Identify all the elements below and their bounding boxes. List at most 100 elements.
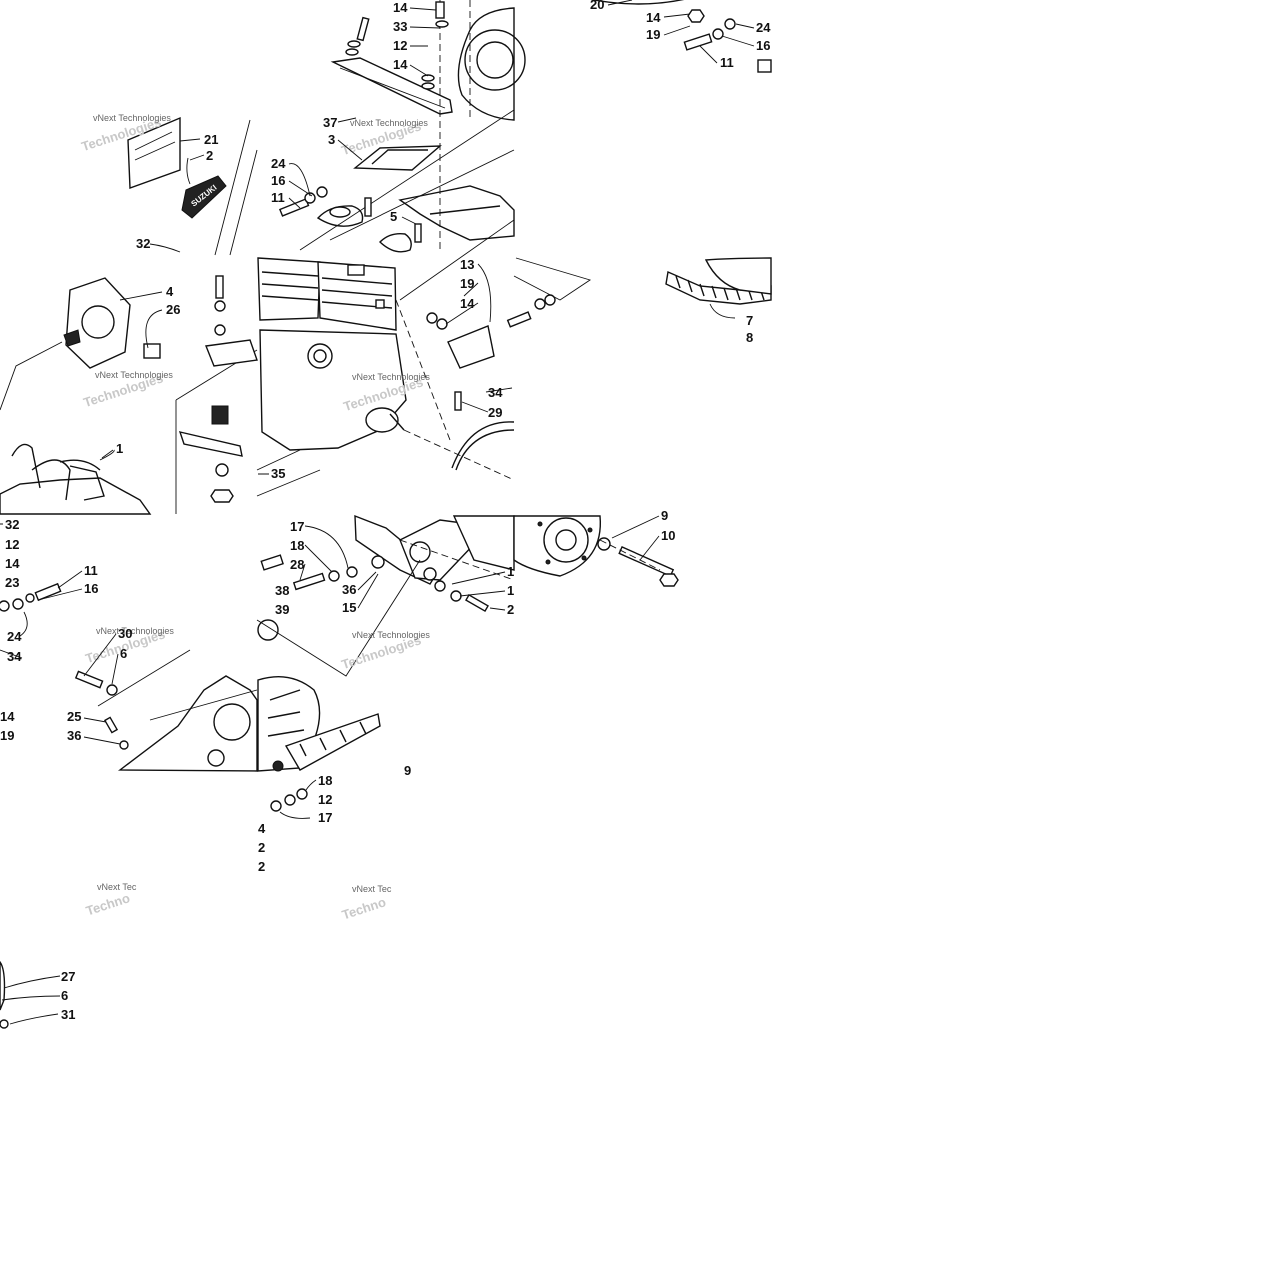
callout-label: 2: [258, 840, 265, 855]
svg-text:Techno: Techno: [84, 890, 132, 918]
svg-text:vNext Technologies: vNext Technologies: [352, 630, 430, 640]
callout-label: 24: [7, 629, 22, 644]
callout-label: 4: [166, 284, 174, 299]
callout-label: 2: [507, 602, 514, 617]
callout-label: 16: [271, 173, 285, 188]
bolt: [435, 1, 445, 19]
magneto-housing: [457, 7, 515, 121]
tile-engine-mounts: [278, 0, 526, 253]
tile-top-right-bolts: [590, 0, 772, 73]
crank-output-shaft: [365, 407, 399, 433]
callout-labels: 14 33 12 14 37 3 24 16 11 5 13 19 14 34 …: [0, 0, 771, 1022]
callout-label: 26: [166, 302, 180, 317]
callout-label: 1: [507, 583, 514, 598]
callout-label: 32: [5, 517, 19, 532]
callout-label: 29: [488, 405, 502, 420]
pump-fitting: [143, 343, 161, 359]
callout-label: 16: [84, 581, 98, 596]
tile-engine-block: [256, 219, 532, 497]
callout-label: 35: [271, 466, 285, 481]
clutch-bolt: [618, 546, 675, 578]
tile-bottom-cover: [0, 960, 61, 1029]
callout-label: 38: [275, 583, 289, 598]
callout-label: 15: [342, 600, 356, 615]
callout-label: 7: [746, 313, 753, 328]
engine-plate: [205, 339, 258, 367]
pulse-cover: [65, 277, 131, 369]
callout-label: 2: [206, 148, 213, 163]
side-window-panel: [127, 116, 181, 189]
callout-label: 19: [460, 276, 474, 291]
brand-plate: [181, 175, 227, 219]
callout-label: 6: [120, 646, 127, 661]
callout-label: 11: [84, 563, 98, 578]
callout-label: 9: [404, 763, 411, 778]
callout-label: 27: [61, 969, 75, 984]
lower-bracket: [178, 431, 243, 457]
callout-label: 19: [0, 728, 14, 743]
callout-label: 24: [271, 156, 286, 171]
mount-bracket-right: [447, 325, 495, 369]
callout-label: 3: [328, 132, 335, 147]
callout-label: 18: [290, 538, 304, 553]
callout-label: 14: [646, 10, 661, 25]
callout-label: 5: [390, 209, 397, 224]
callout-label: 2: [258, 859, 265, 874]
callout-label: 37: [323, 115, 337, 130]
callout-label: 39: [275, 602, 289, 617]
callout-label: 1: [116, 441, 123, 456]
tile-side-panel: SUZUKI: [127, 116, 258, 256]
callout-label: 24: [756, 20, 771, 35]
callout-label: 13: [460, 257, 474, 272]
bottom-cover: [0, 960, 6, 1011]
callout-label: 32: [136, 236, 150, 251]
callout-label: 31: [61, 1007, 75, 1022]
leader-lines: [0, 0, 755, 745]
callout-label: 28: [290, 557, 304, 572]
callout-label: 16: [756, 38, 770, 53]
callout-label: 25: [67, 709, 81, 724]
svg-text:vNext Technologies: vNext Technologies: [352, 372, 430, 382]
svg-text:Techno: Techno: [340, 894, 388, 922]
callout-label: 14: [460, 296, 475, 311]
callout-label: 18: [318, 773, 332, 788]
drive-clutch: [704, 257, 772, 295]
tile-driven-clutch: [256, 514, 515, 772]
callout-label: 10: [661, 528, 675, 543]
svg-text:vNext Technologies: vNext Technologies: [93, 113, 171, 123]
callout-label: 20: [590, 0, 604, 12]
tile-drive-clutch-hub: [513, 515, 679, 587]
oil-pump-assembly: [0, 477, 152, 515]
callout-label: 12: [393, 38, 407, 53]
sprocket: [284, 713, 381, 771]
callout-label: 30: [118, 626, 132, 641]
tile-oil-pump: [0, 275, 258, 515]
chaincase-cover: [117, 675, 258, 772]
callout-label: 34: [7, 649, 22, 664]
tile-washers: [270, 779, 317, 819]
callout-label: 36: [67, 728, 81, 743]
callout-label: 4: [258, 821, 266, 836]
rubber-mount-right: [378, 232, 412, 253]
callout-label: 14: [393, 57, 408, 72]
tile-drive-belt: [513, 257, 772, 319]
upper-mount-bracket: [330, 57, 453, 115]
callout-label: 33: [393, 19, 407, 34]
callout-label: 11: [271, 190, 285, 205]
callout-label: 17: [318, 810, 332, 825]
svg-text:vNext Tec: vNext Tec: [97, 882, 137, 892]
callout-label: 19: [646, 27, 660, 42]
cylinder-head-left: [257, 257, 321, 321]
callout-label: 36: [342, 582, 356, 597]
callout-label: 8: [746, 330, 753, 345]
intake-port: [307, 343, 333, 369]
svg-text:vNext Technologies: vNext Technologies: [95, 370, 173, 380]
callout-label: 11: [720, 55, 734, 70]
callout-label: 14: [0, 709, 15, 724]
callout-label: 12: [318, 792, 332, 807]
callout-label: 1: [507, 564, 514, 579]
callout-label: 23: [5, 575, 19, 590]
callout-label: 17: [290, 519, 304, 534]
bolt: [683, 33, 713, 51]
svg-text:vNext Technologies: vNext Technologies: [350, 118, 428, 128]
